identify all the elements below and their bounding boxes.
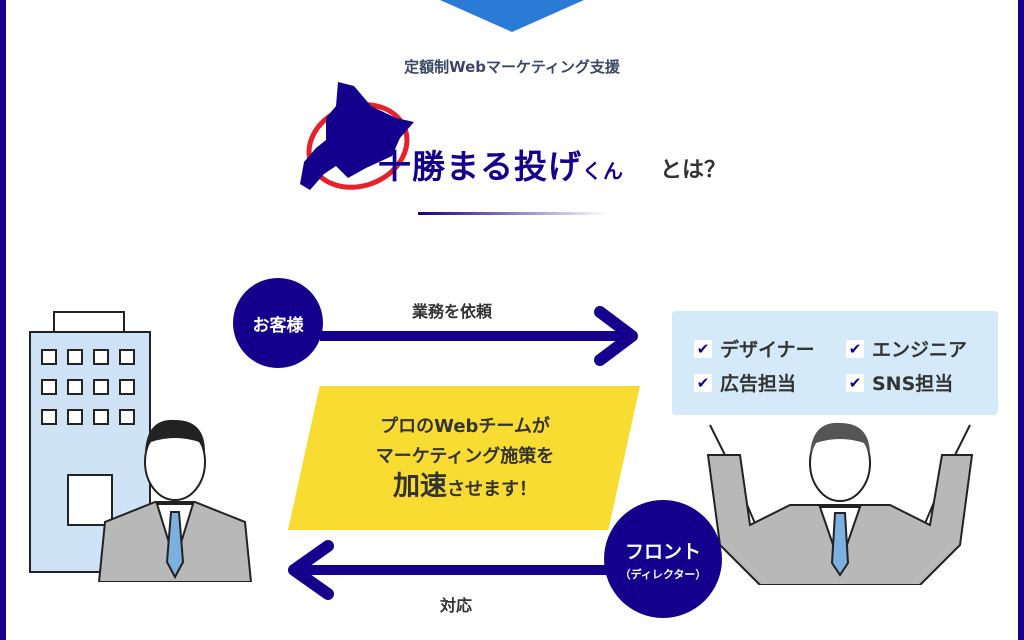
front-circle: フロント （ディレクター） <box>604 500 722 618</box>
response-label: 対応 <box>440 596 473 615</box>
request-label: 業務を依頼 <box>412 302 493 321</box>
client-circle: お客様 <box>233 278 323 368</box>
team-box: ✔ デザイナー ✔ エンジニア ✔ 広告担当 ✔ SNS担当 <box>672 311 998 415</box>
subtitle: 定額制Webマーケティング支援 <box>404 58 620 76</box>
client-label: お客様 <box>252 315 304 336</box>
team-item: ✔ エンジニア <box>846 335 967 362</box>
arrow-left-icon <box>288 540 624 600</box>
message-text: プロのWebチームが マーケティング施策を 加速させます！ <box>300 412 630 505</box>
brand-main: 十勝まる投げ <box>378 147 582 186</box>
message-line1: プロのWebチームが <box>380 416 550 437</box>
check-icon: ✔ <box>846 373 864 392</box>
message-banner <box>288 386 640 530</box>
team-person-icon <box>706 422 974 585</box>
team-label: エンジニア <box>872 339 968 361</box>
check-icon: ✔ <box>846 339 864 358</box>
hokkaido-logo-icon <box>300 82 414 190</box>
check-icon: ✔ <box>694 373 712 392</box>
client-person-icon <box>97 419 253 582</box>
team-label: 広告担当 <box>720 373 797 395</box>
title-underline <box>418 212 608 215</box>
check-icon: ✔ <box>694 339 712 358</box>
team-item: ✔ SNS担当 <box>846 369 953 396</box>
team-label: SNS担当 <box>872 373 954 395</box>
arrow-right-icon <box>320 306 638 366</box>
message-rest: させます！ <box>447 479 537 500</box>
brand-suffix: くん <box>582 159 624 183</box>
right-border <box>1018 0 1024 640</box>
left-border <box>0 0 6 640</box>
team-item: ✔ 広告担当 <box>694 369 796 396</box>
down-triangle-icon <box>440 0 584 32</box>
brand-title: 十勝まる投げくん <box>378 140 624 188</box>
team-label: デザイナー <box>720 339 815 361</box>
team-item: ✔ デザイナー <box>694 335 815 362</box>
brand-question: とは？ <box>660 158 727 183</box>
message-line2: マーケティング施策を <box>375 446 555 467</box>
front-label: フロント <box>624 540 701 563</box>
front-sublabel: （ディレクター） <box>619 567 707 581</box>
message-emphasis: 加速 <box>393 471 447 502</box>
